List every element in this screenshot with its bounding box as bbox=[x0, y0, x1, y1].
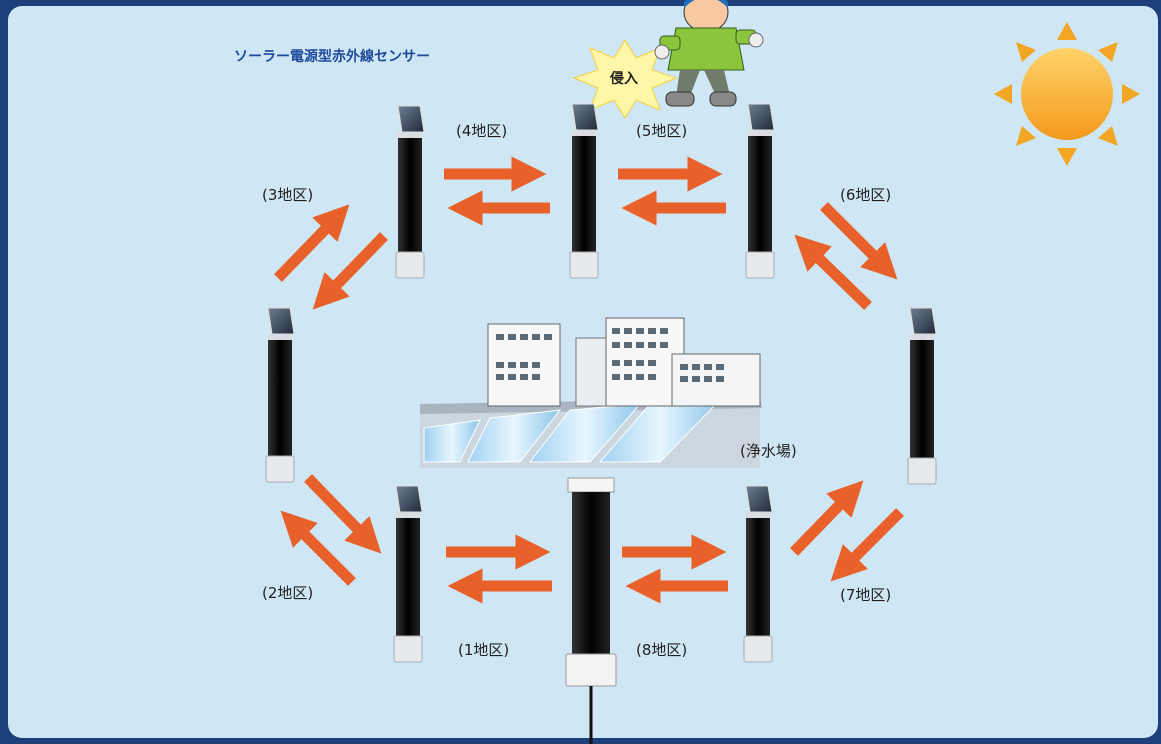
control-unit-icon bbox=[565, 477, 617, 744]
zone-label-8: (8地区) bbox=[636, 641, 687, 659]
solar-panel-icon bbox=[395, 485, 423, 513]
intruder-figure bbox=[654, 0, 764, 107]
arrow bbox=[794, 234, 872, 310]
arrow bbox=[304, 474, 382, 554]
solar-sensor bbox=[393, 485, 423, 663]
solar-panel-icon bbox=[267, 307, 295, 335]
solar-panel-icon bbox=[745, 485, 773, 513]
zone-label-2: (2地区) bbox=[262, 584, 313, 602]
solar-sensor bbox=[743, 485, 773, 663]
arrow bbox=[790, 480, 864, 556]
arrow bbox=[820, 202, 898, 280]
solar-panel-icon bbox=[747, 103, 775, 131]
zone-label-5: (5地区) bbox=[636, 122, 687, 140]
arrow bbox=[312, 232, 388, 310]
water-plant-illustration bbox=[420, 317, 762, 468]
zone-label-4: (4地区) bbox=[456, 122, 507, 140]
intrusion-burst: 侵入 bbox=[572, 39, 678, 119]
zone-label-6: (6地区) bbox=[840, 186, 891, 204]
arrow bbox=[274, 204, 350, 282]
solar-sensor bbox=[395, 105, 425, 279]
intrusion-label: 侵入 bbox=[609, 70, 638, 87]
solar-sensor bbox=[265, 307, 295, 483]
beam-arrows bbox=[274, 156, 904, 604]
diagram-title: ソーラー電源型赤外線センサー bbox=[234, 48, 430, 65]
arrow bbox=[280, 510, 356, 586]
solar-panel-icon bbox=[909, 307, 937, 335]
facility-label: (浄水場) bbox=[740, 442, 797, 460]
solar-panel-icon bbox=[397, 105, 425, 133]
zone-label-3: (3地区) bbox=[262, 186, 313, 204]
zone-label-1: (1地区) bbox=[458, 641, 509, 659]
solar-panel-icon bbox=[571, 103, 599, 131]
solar-sensor bbox=[745, 103, 775, 279]
zone-label-7: (7地区) bbox=[840, 586, 891, 604]
arrow bbox=[830, 508, 904, 582]
solar-sensor bbox=[569, 103, 599, 279]
solar-sensor bbox=[907, 307, 937, 485]
sun-icon bbox=[994, 22, 1140, 166]
